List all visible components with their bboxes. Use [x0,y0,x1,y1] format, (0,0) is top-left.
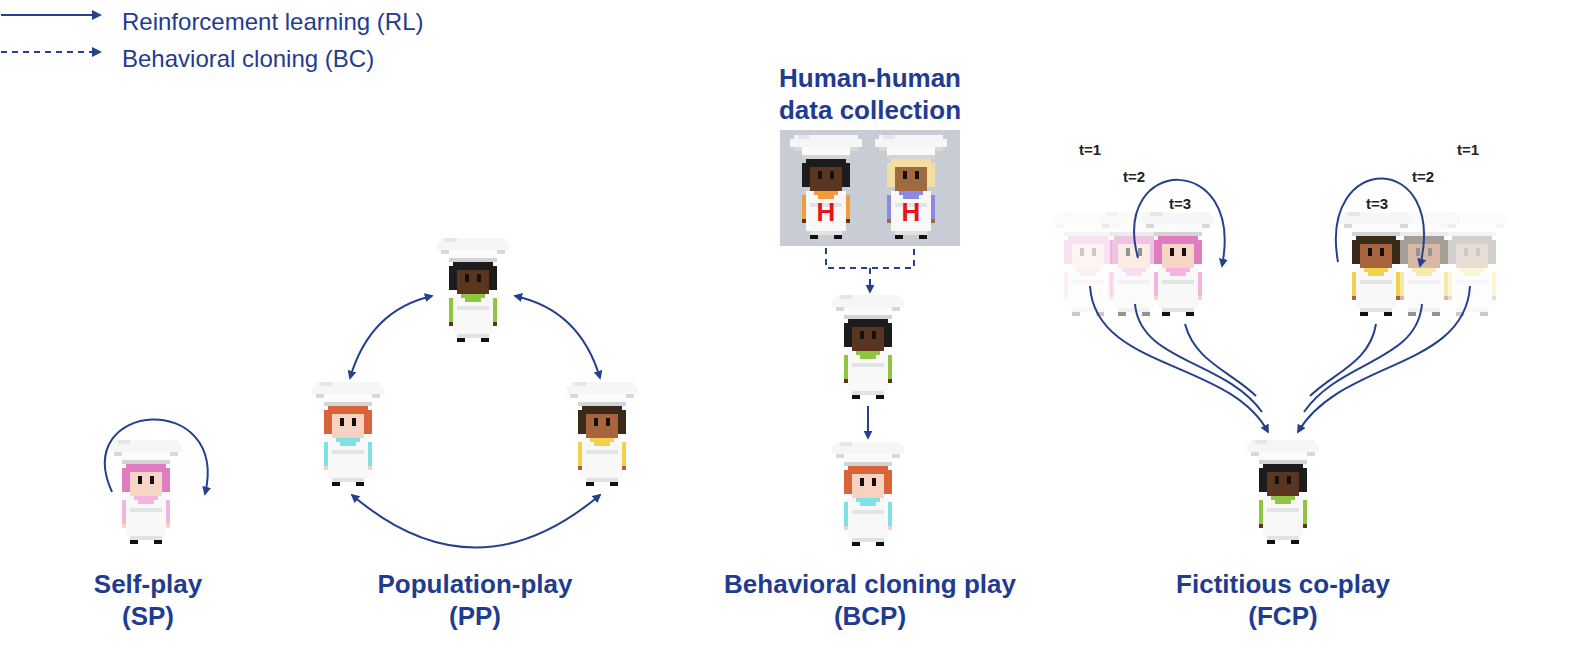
legend-line [1,51,94,53]
chef-figure [566,382,638,486]
human-chef-figure [790,135,862,239]
legend-text: Behavioral cloning (BC) [122,45,374,72]
bc-bracket-line [826,248,914,268]
rl-loop-arrow [1134,180,1224,266]
rl-loop-arrow [1336,178,1424,266]
chef-figure [1142,212,1214,316]
chef-figure [437,238,509,342]
rl-arrow [1135,304,1262,412]
apron-letter: H [817,198,836,226]
rl-arrow [515,296,600,378]
legend-text: Reinforcement learning (RL) [122,8,423,35]
rl-arrow [1298,286,1470,432]
rl-arrow [1090,286,1268,432]
legend-arrowhead [92,47,102,57]
rl-arrow [1185,324,1256,396]
legend-arrowhead [92,10,102,20]
chef-figure [312,382,384,486]
chef-figure [110,440,182,544]
rl-arrow [867,406,869,438]
rl-arrow [1304,304,1422,412]
data-collection-box: Human-human data collectionHH [780,130,960,246]
chef-figure [832,295,904,399]
checkpoint-label: t=3 [1364,195,1390,213]
rl-arrow [352,495,600,548]
chef-figure [1340,212,1412,316]
method-label: Behavioral cloning play (BCP) [710,568,1030,632]
apron-badge: H [817,198,836,226]
checkpoint-label: t=1 [1077,141,1103,159]
rl-arrow [350,296,432,378]
human-chef-figure [875,135,947,239]
checkpoint-label: t=1 [1455,141,1481,159]
method-label: Fictitious co-play (FCP) [1158,568,1408,632]
checkpoint-label: t=2 [1121,168,1147,186]
box-heading: Human-human data collection [763,62,978,126]
checkpoint-label: t=3 [1167,195,1193,213]
chef-figure [1247,440,1319,544]
rl-arrow [1310,324,1376,396]
legend-line [1,14,94,16]
legend-row: Reinforcement learning (RL) [0,0,1585,37]
legend-sample [0,0,104,30]
rl-loop-arrow [105,419,208,494]
human-chefs-illustration [780,130,960,246]
method-label: Self-play (SP) [78,568,218,632]
chef-figure [832,442,904,546]
legend-sample [0,37,104,67]
bc-arrow [869,268,871,292]
apron-badge: H [902,198,921,226]
method-label: Population-play (PP) [360,568,590,632]
apron-letter: H [902,198,921,226]
checkpoint-label: t=2 [1410,168,1436,186]
